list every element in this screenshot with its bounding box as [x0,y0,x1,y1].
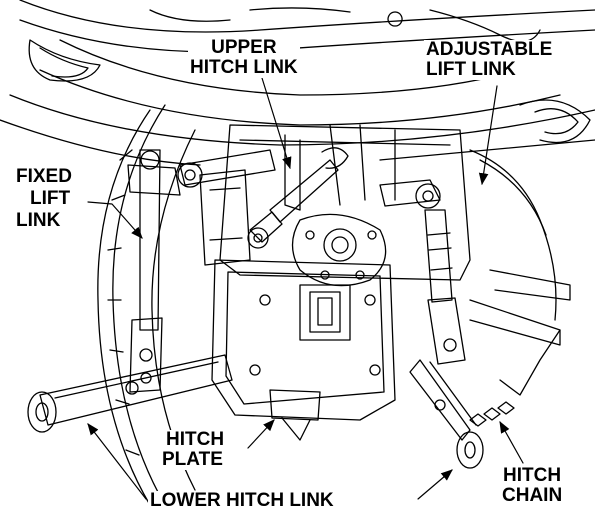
label-upper-hitch-link-line-2: HITCH LINK [190,57,298,78]
hitch-chain-shape [469,329,561,427]
label-hitch-chain-line-1: HITCH [503,465,562,486]
label-lower-hitch-link: LOWER HITCH LINK [148,491,336,511]
label-hitch-plate: HITCH PLATE [160,429,227,470]
hitch-plate-shape [211,259,396,441]
label-adjustable-lift-link-line-2: LIFT LINK [426,59,516,80]
adjustable-lift-link-shape [379,179,466,365]
label-fixed-lift-link-line-2: LIFT [30,188,71,209]
label-hitch-plate-line-1: HITCH [166,429,225,450]
label-upper-hitch-link-line-1: UPPER [211,37,277,58]
chassis-outline [0,0,595,166]
label-fixed-lift-link: FIXED LIFT LINK [14,166,74,232]
label-hitch-chain: HITCH CHAIN [500,465,565,506]
label-adjustable-lift-link: ADJUSTABLE LIFT LINK [424,39,555,80]
callout-leaders [87,77,524,500]
label-lower-hitch-link-text: LOWER HITCH LINK [150,490,334,511]
right-fender [469,149,571,346]
fixed-lift-link-shape [127,149,181,393]
label-hitch-chain-line-2: CHAIN [502,485,563,506]
label-fixed-lift-link-line-1: FIXED [16,166,72,187]
upper-hitch-link-shape [177,147,349,249]
label-fixed-lift-link-line-3: LINK [16,210,61,231]
label-adjustable-lift-link-line-1: ADJUSTABLE [426,39,553,60]
lower-hitch-link-shape [27,354,484,469]
label-hitch-plate-line-2: PLATE [162,449,223,470]
label-upper-hitch-link: UPPER HITCH LINK [188,38,300,78]
